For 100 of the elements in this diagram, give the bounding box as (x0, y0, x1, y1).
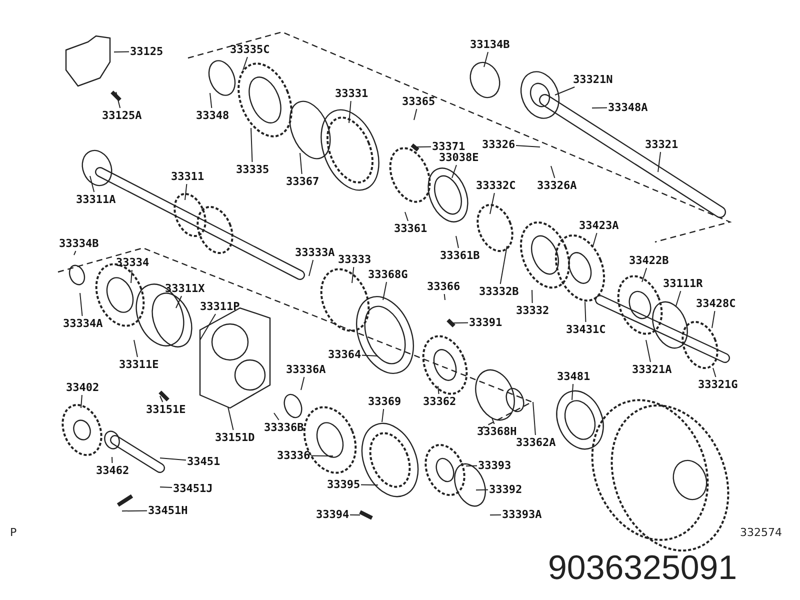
part-number: 33334 (116, 256, 150, 269)
leader-line (592, 107, 608, 108)
part-number: 33038E (439, 151, 479, 164)
figure-number: 332574 (740, 526, 782, 539)
leader-line (310, 455, 334, 456)
corner-mark: P (10, 526, 17, 539)
part-number: 33402 (66, 381, 100, 394)
leader-line (382, 282, 388, 300)
leader-line (554, 86, 576, 96)
leader-line (228, 406, 234, 430)
leader-line (516, 145, 540, 148)
leader-line (676, 290, 682, 306)
part-number: 33481 (557, 370, 590, 383)
part-number: 33311P (200, 300, 240, 313)
leader-line (452, 164, 457, 178)
leader-line (362, 354, 378, 356)
part-number: 33151D (215, 431, 255, 444)
leader-line (350, 514, 360, 516)
part-number: 33125A (102, 109, 142, 122)
part-number: 33392 (489, 483, 522, 496)
part-number: 33391 (469, 316, 502, 329)
part-number: 33364 (328, 348, 362, 361)
part-number: 33321A (632, 363, 672, 376)
part-number: 33326A (537, 179, 577, 192)
part-number: 33333 (338, 253, 372, 266)
leader-line (112, 456, 113, 464)
leader-line (160, 396, 164, 402)
part-number: 33451 (187, 455, 220, 468)
leader-line (712, 368, 716, 378)
leader-line (404, 212, 408, 222)
leader-line (712, 310, 716, 328)
leader-line (130, 270, 132, 284)
leader-line (444, 294, 446, 300)
part-number: 33369 (368, 395, 402, 408)
part-number: 33311X (165, 282, 205, 295)
part-number: 33321N (573, 73, 613, 86)
part-number: 33348A (608, 101, 648, 114)
part-number: 33321 (645, 138, 678, 151)
part-number: 33362A (516, 436, 556, 449)
part-number: 33366 (427, 280, 460, 293)
leader-line (416, 146, 432, 148)
leader-line (592, 232, 598, 246)
leader-line (134, 340, 138, 358)
leader-line (484, 52, 488, 68)
part-number: 33431C (566, 323, 606, 336)
leader-line (438, 386, 440, 394)
part-number: 33362 (423, 395, 456, 408)
leader-line (114, 51, 130, 52)
leader-line (500, 246, 508, 284)
leader-line (658, 152, 662, 172)
part-number: 33393 (478, 459, 512, 472)
part-number: 33336A (286, 363, 326, 376)
part-number: 33365 (402, 95, 436, 108)
leader-line (532, 290, 533, 304)
leader-line (274, 412, 280, 420)
part-number: 33428C (696, 297, 736, 310)
leader-line (490, 514, 502, 516)
part-number: 33125 (130, 45, 164, 58)
part-number: 33331 (335, 87, 368, 100)
part-number: 33311E (119, 358, 159, 371)
part-number: 33395 (327, 478, 360, 491)
part-number: 33334A (63, 317, 103, 330)
leader-line (642, 268, 648, 282)
part-number: 33332B (479, 285, 519, 298)
part-number: 33151E (146, 403, 186, 416)
leader-line (80, 292, 83, 316)
leader-line (122, 510, 148, 512)
leader-line (456, 236, 459, 248)
part-number: 33394 (316, 508, 350, 521)
leader-line (74, 250, 76, 256)
part-number: 33367 (286, 175, 320, 188)
leader-line (476, 489, 488, 490)
part-number: 33321G (698, 378, 738, 391)
leader-line (200, 314, 216, 340)
leader-line (492, 418, 495, 424)
part-number: 33332C (476, 179, 516, 192)
part-number: 33451J (173, 482, 213, 495)
leader-line (308, 260, 314, 276)
leader-line (532, 402, 536, 436)
part-number: 33371 (432, 140, 466, 153)
leader-line (300, 152, 302, 174)
leader-line (550, 166, 556, 178)
part-number: 33311A (76, 193, 116, 206)
part-number: 33335 (236, 163, 270, 176)
leader-line (250, 128, 253, 162)
part-number: 33368H (477, 425, 517, 438)
part-number: 33361 (394, 222, 428, 235)
leader-line (300, 376, 305, 390)
leader-line (360, 484, 378, 486)
part-number: 33462 (96, 464, 130, 477)
part-number: 33326 (482, 138, 516, 151)
part-number: 33422B (629, 254, 669, 267)
leader-line (572, 384, 574, 400)
leader-line (490, 192, 495, 214)
leader-line (414, 108, 418, 120)
leader-line (466, 465, 478, 466)
part-number: 33423A (579, 219, 619, 232)
part-number: 33333A (295, 246, 335, 259)
part-number: 33335C (230, 43, 270, 56)
leader-line (348, 100, 352, 124)
